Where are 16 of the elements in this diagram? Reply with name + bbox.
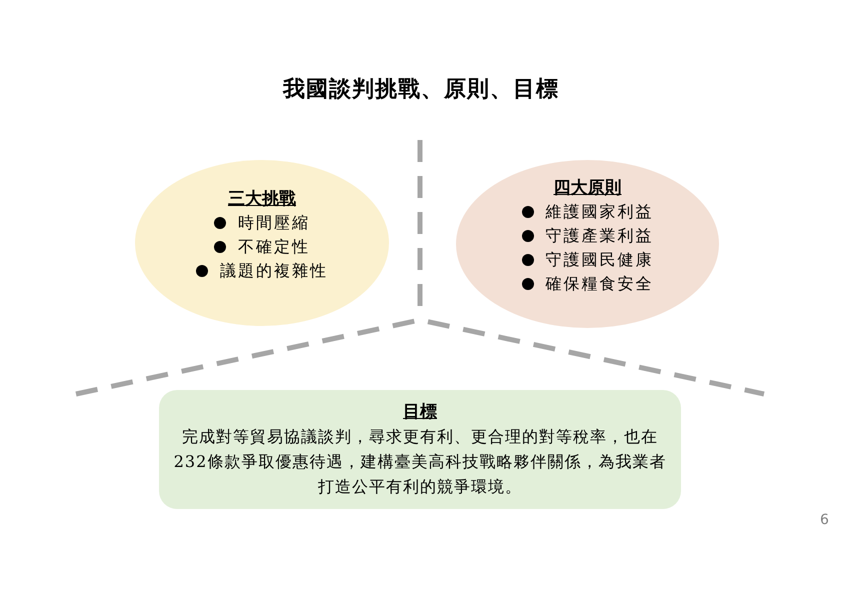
heading: 目標 <box>403 401 437 424</box>
list-item: 確保糧食安全 <box>546 273 654 295</box>
challenge-ellipse <box>135 160 389 326</box>
list-item: 守護產業利益 <box>546 225 654 247</box>
heading: 三大挑戰 <box>228 188 296 211</box>
page-number: 6 <box>820 512 829 528</box>
title: 我國談判挑戰、原則、目標 <box>282 75 560 104</box>
list-item: 守護國民健康 <box>546 249 654 271</box>
list-item: 時間壓縮 <box>238 212 310 234</box>
heading: 四大原則 <box>554 177 622 200</box>
principle-ellipse <box>456 160 719 328</box>
list-item: 議題的複雜性 <box>220 260 328 282</box>
list-item: 不確定性 <box>238 236 310 258</box>
list-item: 維護國家利益 <box>546 201 654 223</box>
goal-text: 完成對等貿易協議談判，尋求更有利、更合理的對等稅率，也在232條款爭取優惠待遇，建構臺美高科技戰略夥伴關係，為我業者打造公平有利的競爭環境。 <box>172 426 668 498</box>
goal-box <box>159 390 681 509</box>
